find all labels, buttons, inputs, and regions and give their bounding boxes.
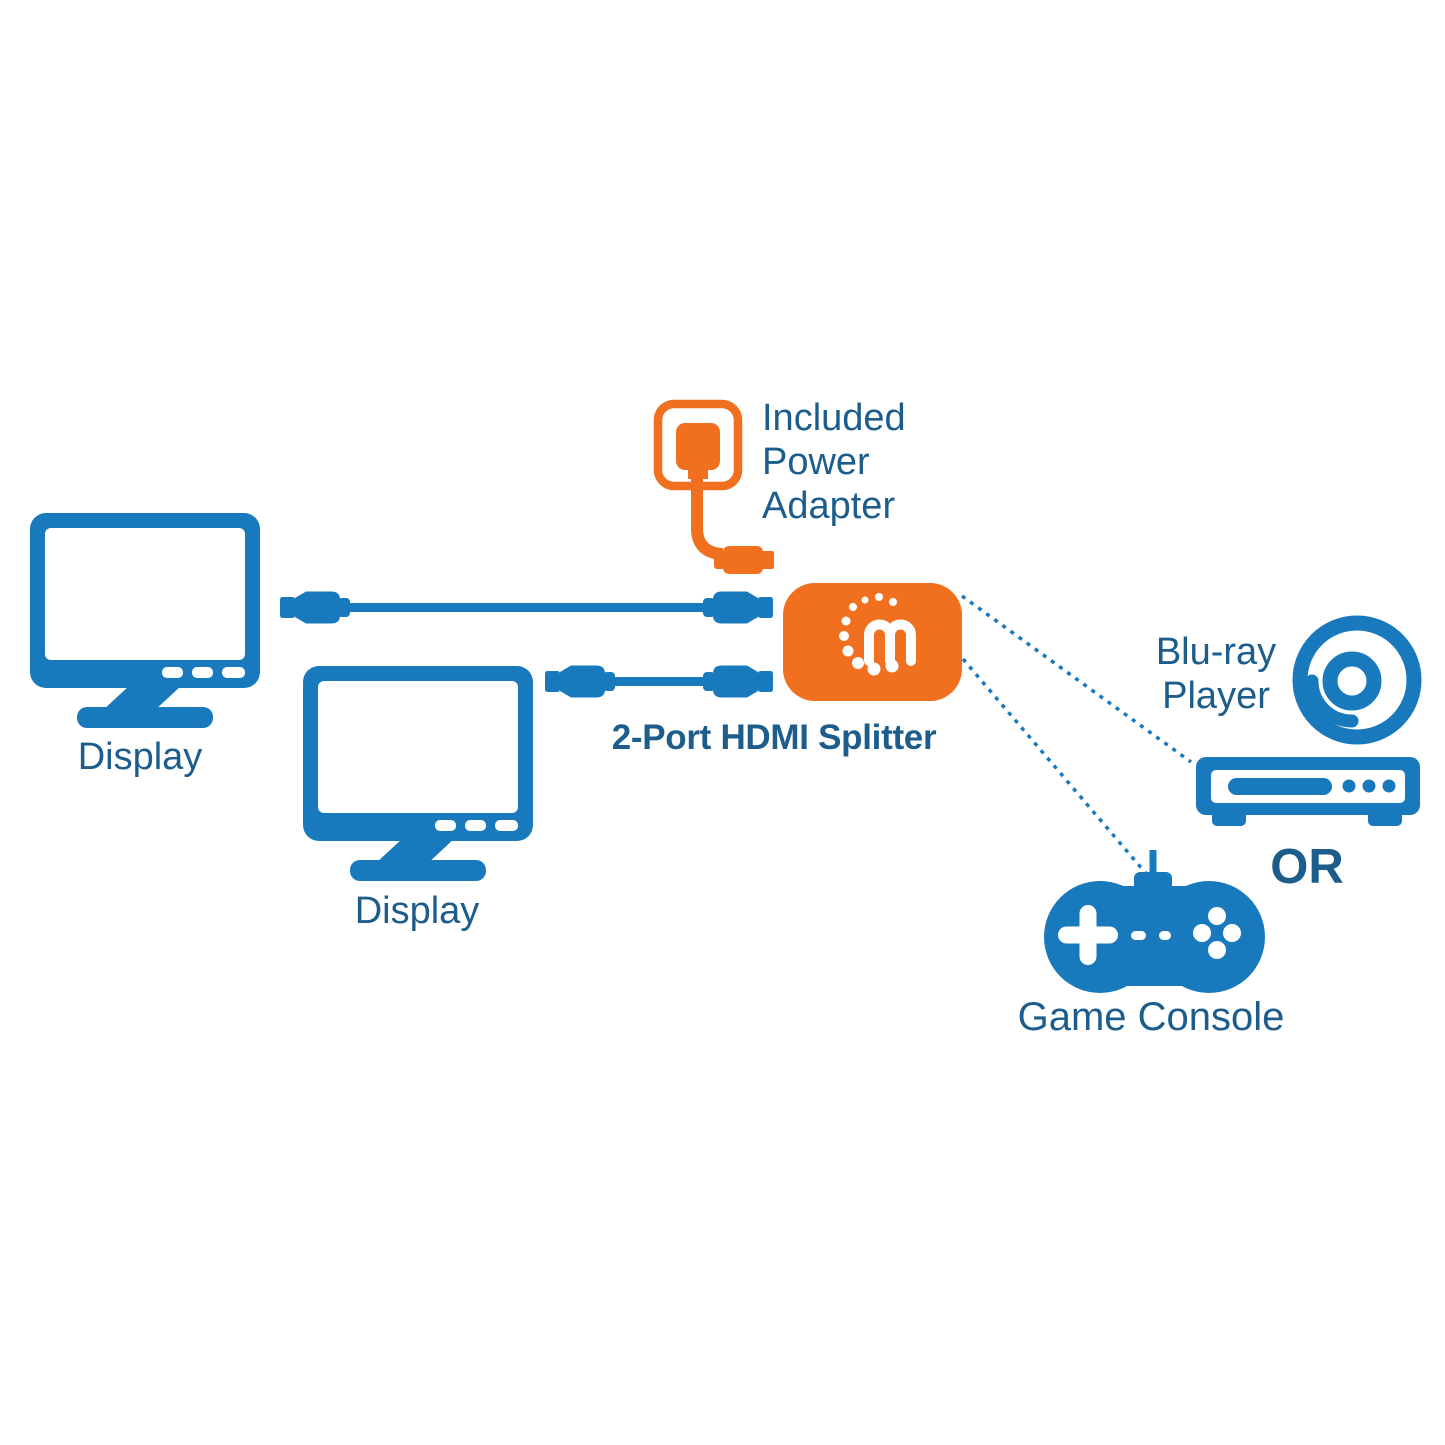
display-icon-top [30,513,260,728]
bluray-label-line: Blu-ray [1155,631,1277,673]
manhattan-logo-icon [839,593,916,676]
splitter-icon [783,583,962,701]
power-adapter-label: Included Power Adapter [762,396,906,528]
dotted-connection-bluray [960,594,1193,764]
or-label: OR [1270,840,1344,894]
hdmi-plug-icon [703,591,773,624]
game-console-label: Game Console [1017,995,1285,1039]
hdmi-plug-icon [703,665,773,698]
bluray-player-icon [1196,757,1420,826]
power-adapter-label-line: Power [762,441,870,483]
splitter-label: 2-Port HDMI Splitter [611,718,937,757]
display-icon-bottom [303,666,533,881]
display-top-label: Display [77,736,203,778]
hdmi-cable-top-icon [280,591,773,624]
hdmi-plug-icon [280,591,350,624]
power-adapter-label-line: Adapter [762,485,896,527]
action-buttons-icon [1193,907,1241,959]
hdmi-plug-icon [545,665,615,698]
game-controller-icon [1044,850,1265,993]
bluray-disc-icon [1292,615,1422,745]
power-plug-neck [688,466,708,479]
power-adapter-icon [653,399,774,574]
bluray-label: Blu-ray Player [1156,630,1276,718]
disc-tray-slot [1228,778,1332,795]
dotted-connection-console [961,657,1151,879]
power-connector-icon [714,546,774,574]
power-adapter-label-line: Included [762,397,906,439]
select-start-buttons [1131,931,1171,940]
display-bottom-label: Display [354,890,480,932]
dpad-icon [1058,905,1118,965]
bluray-label-line: Player [1162,675,1270,717]
hdmi-cable-bottom-icon [545,665,773,698]
power-plug-icon [676,423,720,470]
